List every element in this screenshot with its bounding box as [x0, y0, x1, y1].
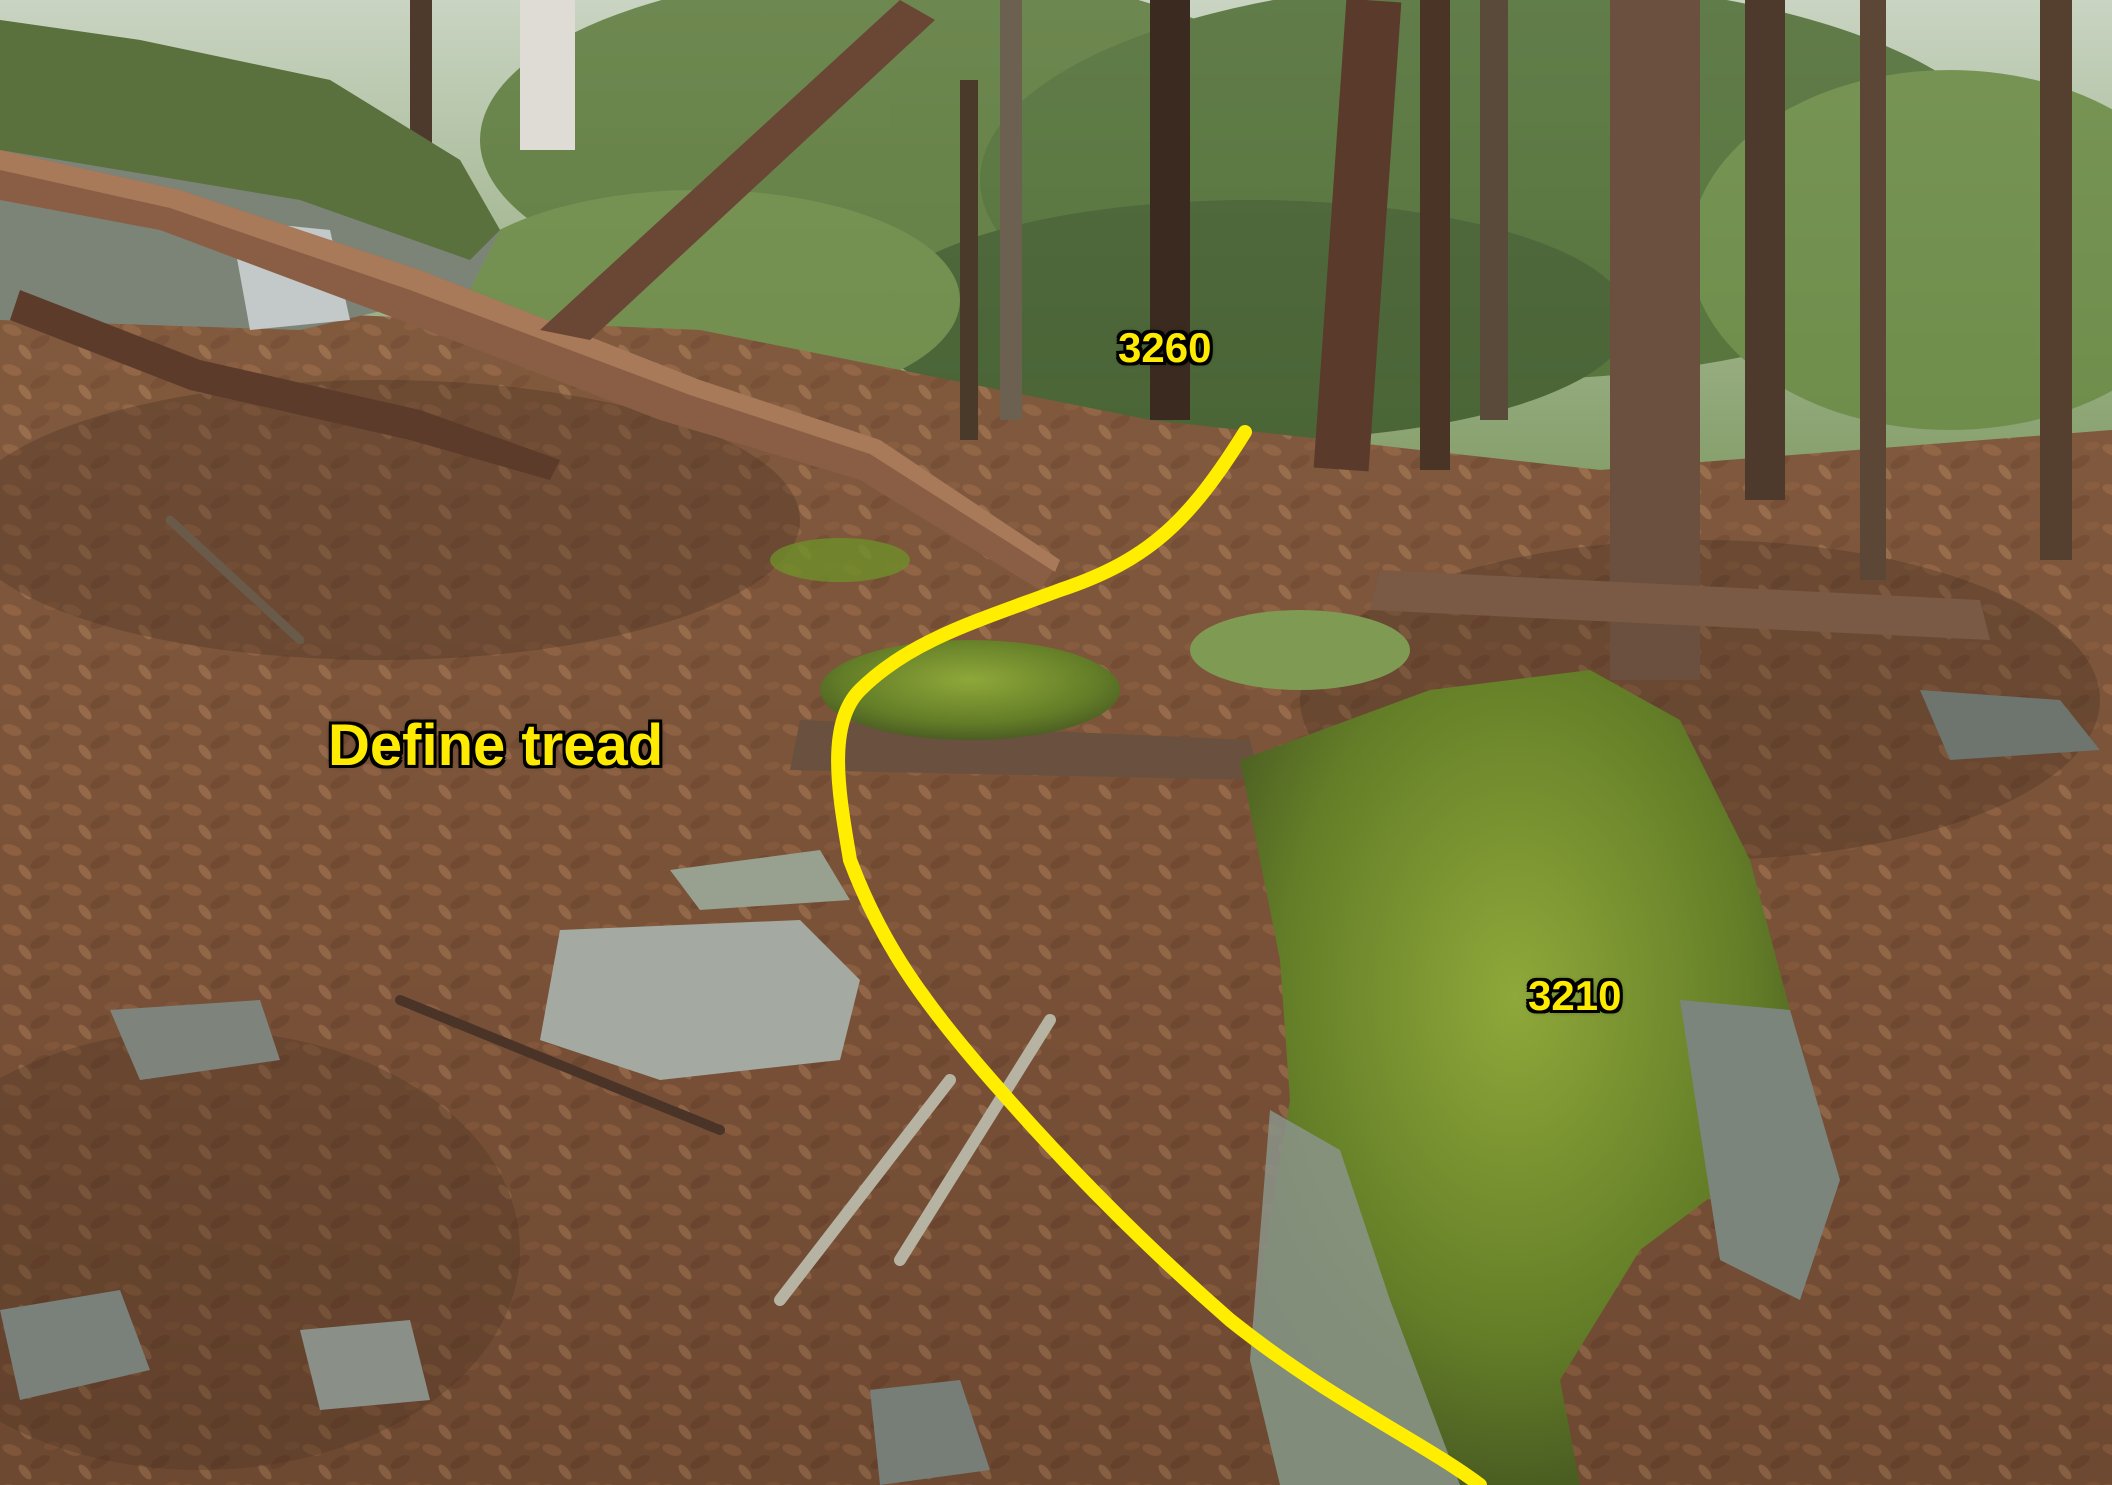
grey-rocks [0, 690, 2100, 1485]
tree-trunks [410, 0, 2072, 680]
define-tread-label: Define tread [328, 713, 664, 778]
sticks [165, 515, 1056, 1306]
elevation-label-lower: 3210 [1528, 972, 1622, 1019]
elevation-label-upper: 3260 [1118, 324, 1212, 371]
fallen-logs [0, 0, 1990, 780]
trail-path-line [831, 425, 1487, 1485]
